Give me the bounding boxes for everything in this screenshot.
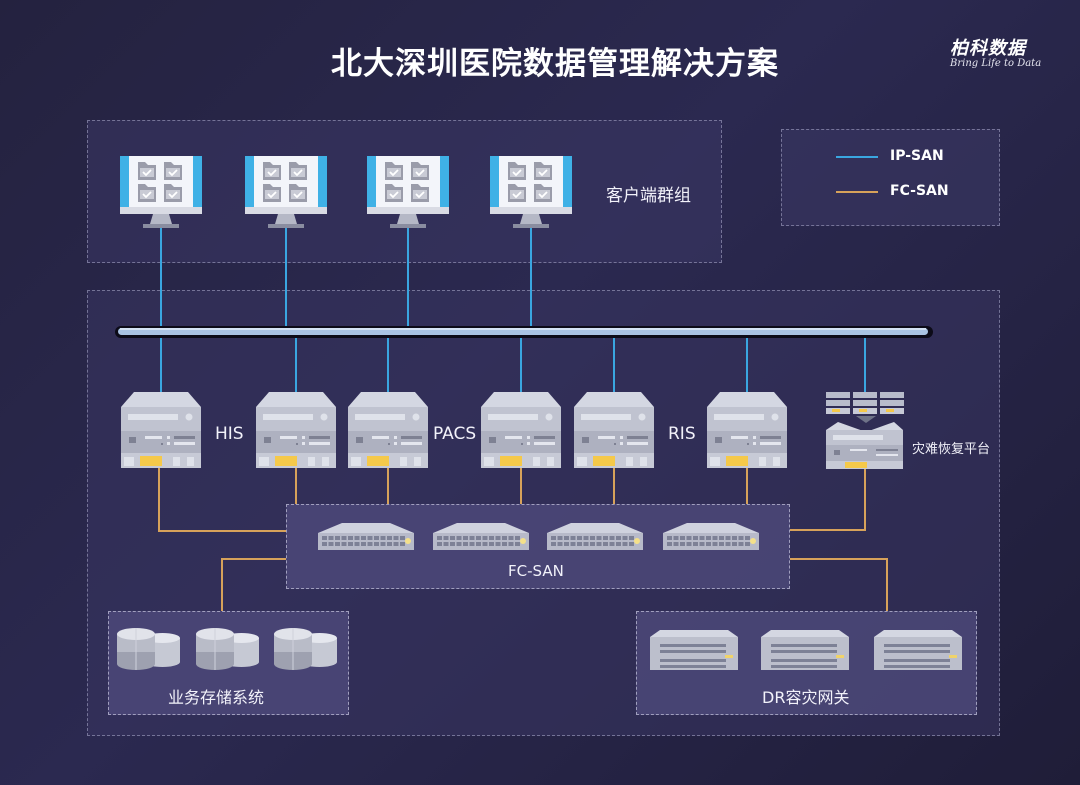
fc-switch-icon: [433, 523, 529, 550]
server-icon: [707, 392, 787, 468]
fc-switch-icon: [547, 523, 643, 550]
legend: [781, 129, 1000, 226]
fc-san-link: [790, 467, 866, 531]
legend-ip-san-label: IP-SAN: [890, 148, 944, 164]
dr-platform-label: 灾难恢复平台: [912, 442, 991, 457]
fc-port: [500, 456, 522, 466]
fc-san-label: FC-SAN: [508, 562, 564, 580]
server-label-his: HIS: [215, 424, 244, 444]
dr-gateway-device-icon: [874, 630, 962, 670]
fc-switch-icon: [318, 523, 414, 550]
check-icon: [415, 169, 425, 177]
legend-ip-san-line: [836, 156, 878, 158]
storage-disk-icon: [196, 628, 259, 670]
connection-lines: [158, 228, 888, 611]
server-icon: [348, 392, 428, 468]
fc-san-link: [221, 558, 286, 611]
server-icon: [574, 392, 654, 468]
dr-platform-icon: [826, 392, 904, 469]
check-icon: [293, 191, 303, 199]
check-icon: [538, 191, 548, 199]
fc-port: [367, 456, 389, 466]
fc-san-link: [158, 467, 286, 532]
check-icon: [512, 191, 522, 199]
server-label-pacs: PACS: [433, 424, 477, 444]
check-icon: [415, 191, 425, 199]
fc-port: [726, 456, 748, 466]
monitor-icon: [245, 156, 327, 228]
bus-highlight: [120, 328, 926, 330]
fc-port: [593, 456, 615, 466]
brand-tagline: Bring Life to Data: [950, 58, 1042, 69]
legend-fc-san-label: FC-SAN: [890, 183, 949, 199]
fc-san-link: [790, 558, 888, 611]
check-icon: [389, 169, 399, 177]
check-icon: [293, 169, 303, 177]
server-icon: [121, 392, 201, 468]
server-icon: [481, 392, 561, 468]
check-icon: [142, 169, 152, 177]
monitor-icon: [367, 156, 449, 228]
page-title: 北大深圳医院数据管理解决方案: [331, 46, 779, 82]
check-icon: [538, 169, 548, 177]
check-icon: [168, 191, 178, 199]
legend-fc-san-line: [836, 191, 878, 193]
check-icon: [267, 191, 277, 199]
client-group-label: 客户端群组: [606, 186, 691, 206]
dr-gateway-label: DR容灾网关: [762, 688, 850, 707]
check-icon: [512, 169, 522, 177]
storage-disk-icon: [117, 628, 180, 670]
storage-disk-icon: [274, 628, 337, 670]
check-icon: [267, 169, 277, 177]
fc-port: [275, 456, 297, 466]
ip-san-bus: [115, 326, 933, 338]
dr-gateway-device-icon: [650, 630, 738, 670]
server-icon: [256, 392, 336, 468]
brand-logo: 柏科数据: [950, 38, 1026, 59]
check-icon: [168, 169, 178, 177]
fc-switch-icon: [663, 523, 759, 550]
check-icon: [142, 191, 152, 199]
storage-label: 业务存储系统: [168, 688, 265, 707]
monitor-icon: [490, 156, 572, 228]
monitor-icon: [120, 156, 202, 228]
server-label-ris: RIS: [668, 424, 696, 444]
fc-port: [140, 456, 162, 466]
check-icon: [389, 191, 399, 199]
dr-gateway-device-icon: [761, 630, 849, 670]
